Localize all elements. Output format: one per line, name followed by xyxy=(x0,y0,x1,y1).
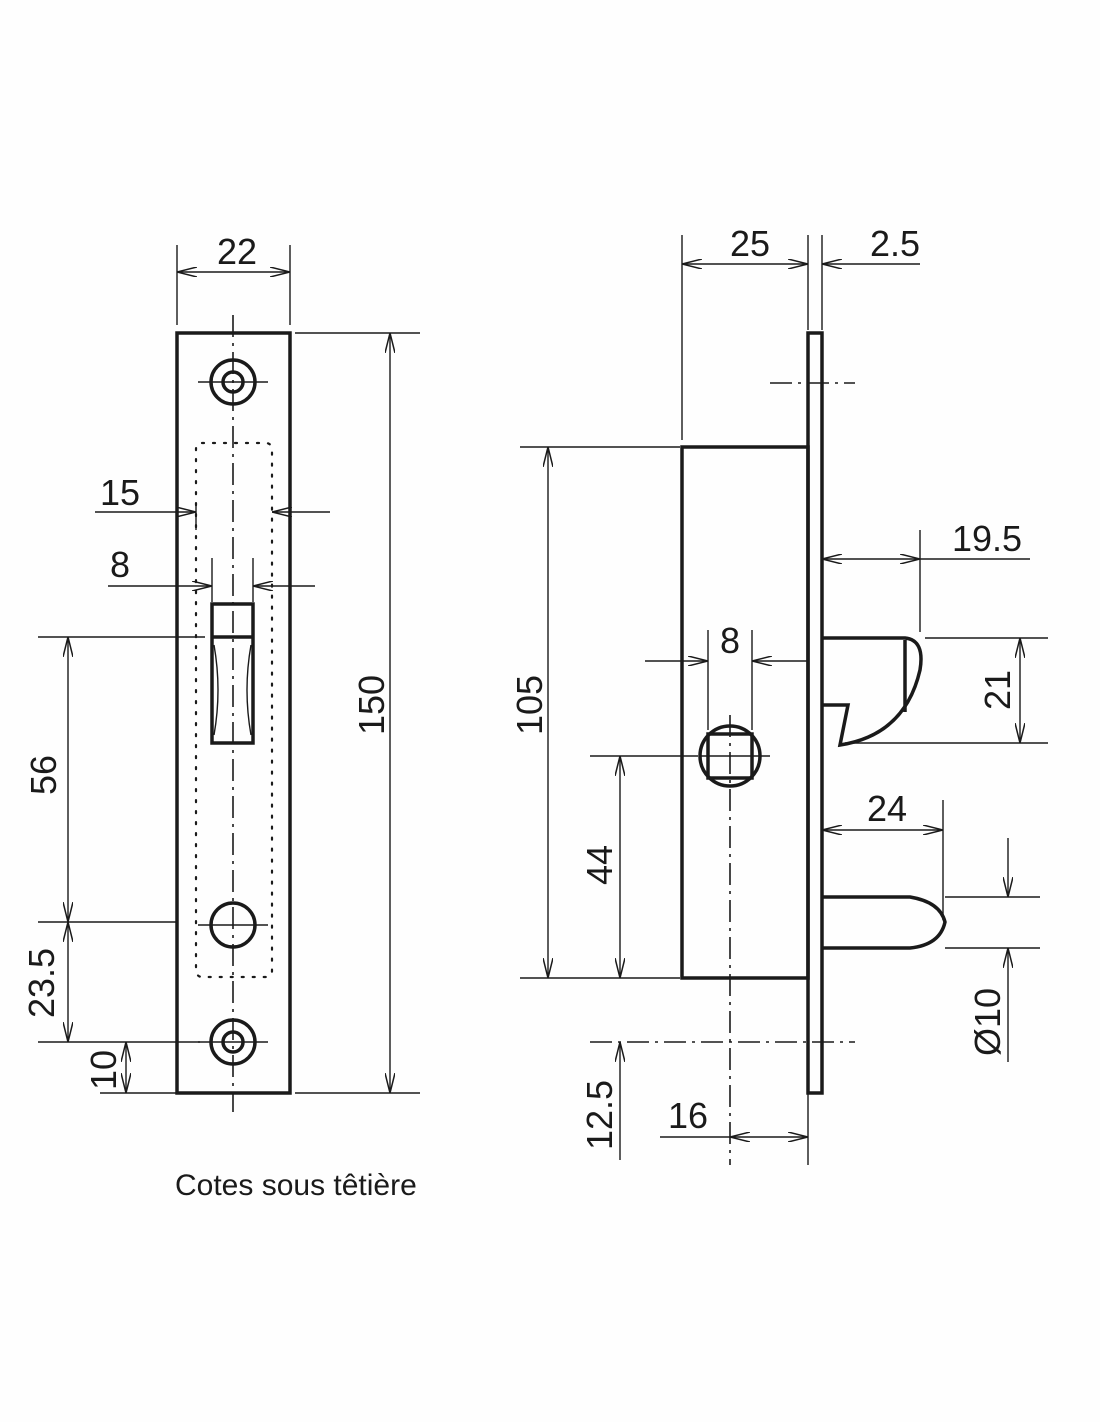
dim-22: 22 xyxy=(217,231,257,272)
lock-body xyxy=(680,445,810,980)
body-outline-hidden xyxy=(194,441,274,979)
dead-bolt xyxy=(822,895,947,950)
faceplate-side xyxy=(806,331,824,1095)
dim-25: 25 xyxy=(730,223,770,264)
dim-diameter-10: Ø10 xyxy=(967,988,1008,1056)
dim-21: 21 xyxy=(977,670,1018,710)
dim-105: 105 xyxy=(509,675,550,735)
dim-44: 44 xyxy=(579,845,620,885)
side-view: 25 2.5 19.5 21 8 24 Ø10 105 44 xyxy=(509,223,1048,1165)
dim-56: 56 xyxy=(23,755,64,795)
dim-24: 24 xyxy=(867,788,907,829)
dim-19-5: 19.5 xyxy=(952,518,1022,559)
dim-15: 15 xyxy=(100,472,140,513)
dim-8-left: 8 xyxy=(110,544,130,585)
dim-2-5: 2.5 xyxy=(870,223,920,264)
dim-16: 16 xyxy=(668,1095,708,1136)
latch-front xyxy=(210,602,255,745)
front-view: 22 150 15 8 56 23.5 10 Cotes sous têtièr… xyxy=(21,231,420,1202)
dim-10: 10 xyxy=(83,1050,124,1090)
caption: Cotes sous têtière xyxy=(175,1169,417,1202)
dim-8-right: 8 xyxy=(720,620,740,661)
screw-hole-bottom xyxy=(198,1018,268,1066)
dim-12-5: 12.5 xyxy=(579,1080,620,1150)
spindle-hole xyxy=(698,724,770,788)
latch-bolt xyxy=(822,636,923,748)
dim-23-5: 23.5 xyxy=(21,948,62,1018)
screw-hole-middle xyxy=(198,901,268,949)
screw-hole-top xyxy=(198,358,268,406)
dim-150: 150 xyxy=(351,675,392,735)
